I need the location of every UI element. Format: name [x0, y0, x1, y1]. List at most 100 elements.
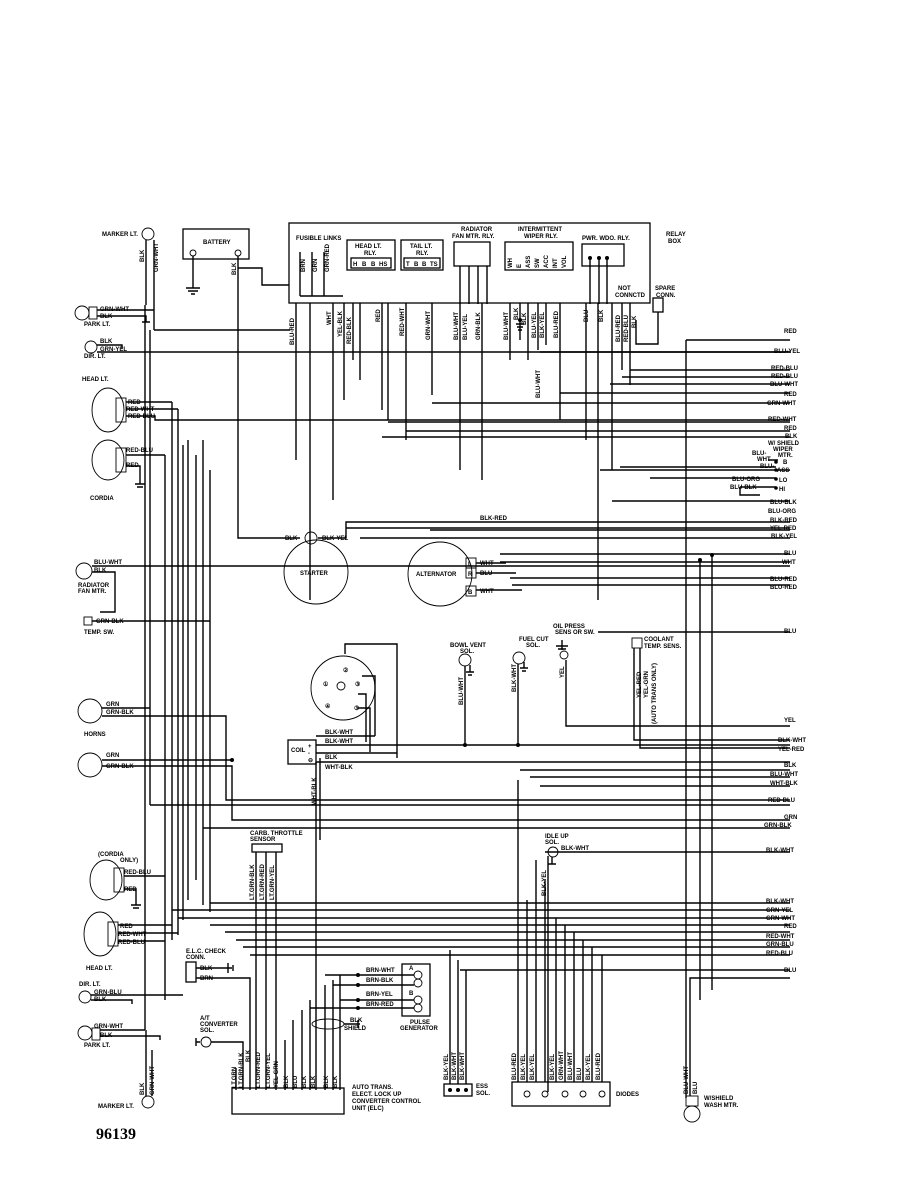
coil-body	[287, 739, 317, 765]
horn2-wires	[102, 759, 790, 821]
wiper-relay-label-2: WIPER RLY.	[524, 234, 558, 240]
drop-label-7: BLU-WHT	[454, 312, 460, 340]
elc-check-w1: BLK	[200, 966, 213, 972]
tail-term-b1: B	[414, 262, 419, 268]
blk-red-label: BLK-RED	[480, 516, 508, 522]
starter-label: STARTER	[300, 571, 329, 577]
head-bot-w3: RED-BLU	[118, 940, 145, 946]
wm-t3: BLU-ORG	[732, 477, 760, 483]
right-edge-wires: RED BLU-YEL RED-BLU RED-BLU BLU-WHT RED …	[346, 329, 800, 635]
coil-label: COIL	[291, 748, 306, 754]
coolant-w2: YEL-GRN	[644, 671, 650, 698]
alt-term-b: B	[468, 590, 473, 596]
pulse-w2: BRN-YEL	[366, 992, 393, 998]
elc-check-conn: E.L.C. CHECK CONN. BLK BRN	[185, 949, 251, 1090]
coil-t3: ⊖	[308, 758, 313, 764]
battery-positive-wire	[237, 256, 289, 286]
pwr-wdo-relay-label: PWR. WDO. RLY.	[582, 236, 630, 242]
re-29: BLK-WHT	[766, 848, 794, 854]
ess-label-2: SOL.	[476, 1091, 490, 1097]
drop-label-5: RED-WHT	[400, 307, 406, 336]
elc-pin-1: BLK	[246, 1049, 252, 1062]
drop-label-6: GRN-WHT	[426, 311, 432, 340]
battery: BATTERY BLK	[182, 228, 300, 539]
pulse-a: A	[409, 966, 414, 972]
temp-sw	[83, 616, 93, 626]
head-lt-relay-label-1: HEAD LT.	[355, 244, 382, 250]
coil-wires	[315, 735, 790, 1090]
horn-1	[77, 698, 103, 724]
dir-bot-w1: GRN-BLU	[94, 990, 122, 996]
lower-right-wires: BLK-WHT GRN-YEL GRN-WHT RED RED-WHT GRN-…	[172, 899, 797, 974]
re-16: WHT	[782, 560, 796, 566]
battery-body	[182, 228, 250, 260]
spare-conn	[652, 297, 664, 313]
re-15: BLU	[784, 551, 796, 557]
marker-lt-top-bulb	[141, 227, 155, 241]
pulse-w0: BRN-WHT	[366, 968, 395, 974]
tail-term-b2: B	[422, 262, 427, 268]
figure-number: 96139	[96, 1126, 136, 1143]
drop-label-13: BLU-YEL	[532, 312, 538, 338]
fan-w2: BLK	[94, 568, 107, 574]
park-bot-w1: GRN-WHT	[94, 1024, 123, 1030]
wiper-relay	[504, 241, 574, 271]
pulse-wires	[310, 974, 414, 1009]
diode-pin-8: BLU-RED	[596, 1052, 602, 1080]
re-34: RED-WHT	[766, 934, 795, 940]
re-12: BLK-RED	[770, 518, 798, 524]
re-17: BLU-RED	[770, 577, 798, 583]
spare-conn-wire	[635, 312, 659, 345]
mid-right-wires: BLK BLU-WHT WHT-BLK RED-BLU GRN GRN-BLK …	[150, 763, 798, 854]
diode-pin-3: BLK-YEL	[550, 1054, 556, 1080]
fuel-label-1: FUEL CUT	[519, 637, 549, 643]
re-25: WHT-BLK	[770, 781, 798, 787]
elc-pin-11: BLK	[324, 1075, 330, 1088]
oil-wire-label: YEL	[560, 666, 566, 678]
horn-2	[77, 752, 103, 778]
battery-ground	[186, 256, 200, 295]
at-conv-label-1: A/T	[200, 1016, 210, 1022]
fuel-label-2: SOL.	[526, 643, 540, 649]
pulse-label-1: PULSE	[410, 1020, 430, 1026]
elc-unit-pins	[235, 975, 341, 1090]
elc-pin-0: LT.GRN	[232, 1067, 238, 1088]
tail-lt-relay-terminals	[403, 257, 441, 269]
cordia-bot-wires	[124, 875, 165, 909]
elc-check-wires	[196, 963, 251, 1090]
wiper-term-1: WH	[508, 258, 514, 268]
drop-label-3: RED-BLK	[347, 316, 353, 344]
ess-pin-0: BLK-YEL	[444, 1054, 450, 1080]
fan-w1: BLU-WHT	[94, 560, 122, 566]
elc-check-label-1: E.L.C. CHECK	[186, 949, 227, 955]
head-bot-w2: RED-WHT	[118, 932, 147, 938]
temp-w1: GRN-BLK	[96, 619, 124, 625]
diode-pin-7: BLK-YEL	[586, 1054, 592, 1080]
ground-symbol	[516, 323, 524, 331]
drop-label-0: BLU-RED	[290, 317, 296, 345]
tail-term-t: T	[406, 262, 410, 268]
marker-lt-bottom-bulb	[141, 1095, 155, 1109]
dir-lt-top-label: DIR. LT.	[84, 354, 106, 360]
dist-4: ④	[325, 703, 331, 710]
coil-w0: BLK-WHT	[325, 730, 353, 736]
at-converter-sol: A/T CONVERTER SOL.	[195, 1016, 244, 1090]
drop-label-12: BLK	[522, 312, 528, 325]
re-13: YEL-RED	[770, 526, 797, 532]
marker-lt-bottom-label: MARKER LT.	[98, 1104, 134, 1110]
tail-lt-relay-label-2: RLY.	[416, 251, 429, 257]
cordia-bot-w2: RED	[124, 887, 137, 893]
rad-fan-relay-pins	[459, 266, 488, 304]
ess-sol: BLK-YEL BLK-WHT BLK-WHT ESS SOL.	[443, 950, 490, 1097]
elc-pin-2: LT.GRN-BLK	[239, 1052, 245, 1088]
idle-label-2: SOL.	[545, 840, 559, 846]
horn2-w2: GRN-BLK	[106, 764, 134, 770]
distributor: ① ② ③ ④ ③	[310, 643, 398, 758]
horns: GRN GRN-BLK HORNS GRN GRN-BLK	[77, 698, 790, 821]
ess-pin-2: BLK-WHT	[460, 1052, 466, 1080]
coil-w3: WHT-BLK	[325, 765, 353, 771]
re-28: GRN-BLK	[764, 823, 792, 829]
at-conv-label-2: CONVERTER	[200, 1022, 238, 1028]
marker-bot-w1: BLK	[140, 1082, 146, 1095]
bowl-wire-label: BLU-WHT	[459, 677, 465, 705]
